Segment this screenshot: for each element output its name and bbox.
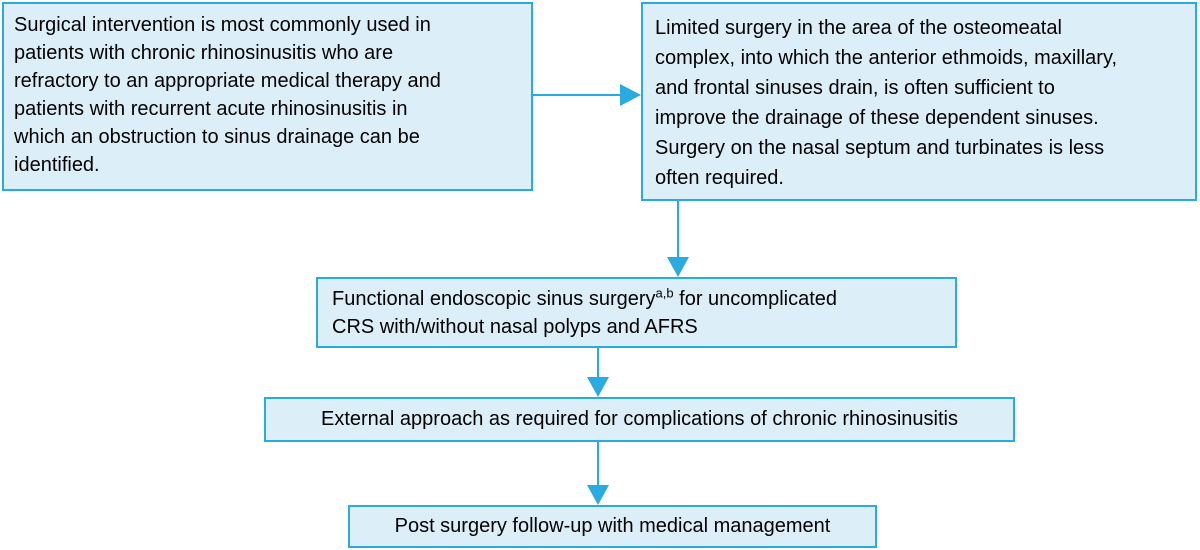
arrowhead-right-icon — [620, 84, 641, 106]
arrow-line — [677, 201, 679, 258]
arrowhead-down-icon — [587, 377, 609, 397]
arrowhead-down-icon — [667, 257, 689, 277]
arrowhead-down-icon — [587, 485, 609, 505]
box-post-surgery-follow-up: Post surgery follow-up with medical mana… — [348, 505, 877, 548]
box-functional-endoscopic-sinus-surgery: Functional endoscopic sinus surgerya,b f… — [316, 277, 957, 348]
fess-text-after-superscript: for uncomplicated CRS with/without nasal… — [332, 288, 838, 338]
box-limited-surgery-osteomeatal: Limited surgery in the area of the osteo… — [641, 2, 1197, 201]
arrow-line — [533, 94, 621, 96]
box-surgical-intervention-indications: Surgical intervention is most commonly u… — [2, 2, 533, 191]
box-external-approach: External approach as required for compli… — [264, 397, 1015, 442]
arrow-line — [597, 348, 599, 379]
arrow-line — [597, 442, 599, 487]
footnote-marker: a,b — [655, 285, 674, 301]
fess-text-before-superscript: Functional endoscopic sinus surgery — [332, 288, 656, 310]
